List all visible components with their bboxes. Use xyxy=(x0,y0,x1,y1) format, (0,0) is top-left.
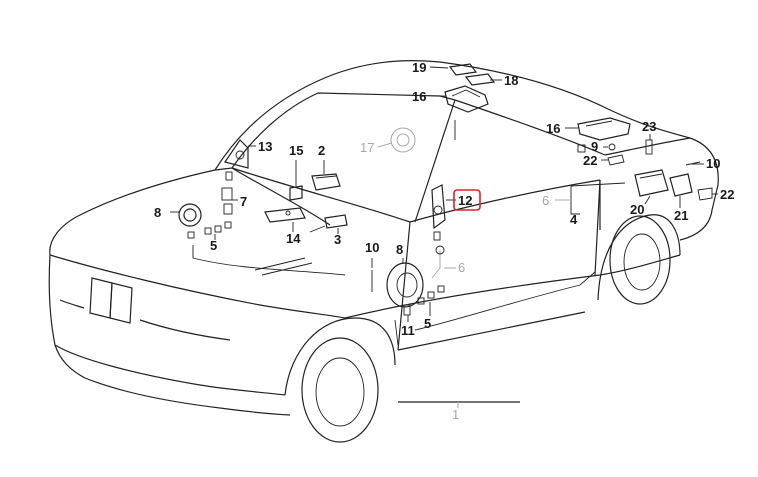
label-10-rear: 10 xyxy=(706,156,720,171)
label-13: 13 xyxy=(258,139,272,154)
label-10-door: 10 xyxy=(365,240,379,255)
rear-shelf-speaker-16[interactable] xyxy=(444,85,489,113)
label-18: 18 xyxy=(504,73,518,88)
label-15: 15 xyxy=(289,143,303,158)
label-23: 23 xyxy=(642,119,656,134)
holder-15[interactable] xyxy=(289,185,303,201)
fuse-holder-23[interactable] xyxy=(645,139,653,155)
connector-9[interactable] xyxy=(577,143,616,153)
speaker-12-highlighted[interactable] xyxy=(431,184,446,241)
rear-speaker-right-16[interactable] xyxy=(577,117,631,141)
label-16-right: 16 xyxy=(546,121,560,136)
label-16-shelf: 16 xyxy=(412,89,426,104)
label-6-door: 6 xyxy=(458,260,465,275)
label-5-rear: 5 xyxy=(424,316,431,331)
label-1: 1 xyxy=(452,407,459,422)
label-6-rear: 6 xyxy=(542,193,549,208)
car-body-outline xyxy=(48,59,719,443)
label-14: 14 xyxy=(286,231,301,246)
label-11: 11 xyxy=(401,323,415,338)
clip-22-left[interactable] xyxy=(607,154,625,166)
label-19: 19 xyxy=(412,60,426,75)
label-9: 9 xyxy=(591,139,598,154)
label-7: 7 xyxy=(240,194,247,209)
label-4: 4 xyxy=(570,212,578,227)
amplifier-2[interactable] xyxy=(311,173,341,191)
leader-lines xyxy=(170,66,718,408)
connector-7[interactable] xyxy=(221,171,233,215)
module-21[interactable] xyxy=(669,173,693,197)
clip-22-right[interactable] xyxy=(697,187,713,201)
highlight-box-12 xyxy=(453,189,481,211)
relay-3[interactable] xyxy=(309,214,348,233)
connectors-5-rear[interactable] xyxy=(417,285,445,305)
label-8-front: 8 xyxy=(154,205,161,220)
part-labels: 1 2 3 4 5 5 6 6 7 8 8 9 10 10 11 12 13 1… xyxy=(154,60,734,422)
wire-6-door xyxy=(431,245,445,279)
label-17: 17 xyxy=(360,140,374,155)
grille-19[interactable] xyxy=(448,63,478,76)
speaker-17 xyxy=(390,127,416,153)
plug-11[interactable] xyxy=(403,304,411,316)
speaker-front-door-8[interactable] xyxy=(178,203,202,239)
label-22-right: 22 xyxy=(720,187,734,202)
bracket-14[interactable] xyxy=(264,207,306,223)
screw-10-rear[interactable] xyxy=(685,161,701,166)
label-22-left: 22 xyxy=(583,153,597,168)
label-8-rear: 8 xyxy=(396,242,403,257)
connectors-5-front[interactable] xyxy=(204,221,232,235)
label-12: 12 xyxy=(458,193,472,208)
tweeter-housing-13[interactable] xyxy=(224,139,249,169)
label-3: 3 xyxy=(334,232,341,247)
speaker-rear-door-8[interactable] xyxy=(386,262,424,308)
label-20: 20 xyxy=(630,202,644,217)
label-5-front: 5 xyxy=(210,238,217,253)
label-2: 2 xyxy=(318,143,325,158)
antenna-amp-20[interactable] xyxy=(634,169,669,197)
grille-18[interactable] xyxy=(464,73,496,86)
label-21: 21 xyxy=(674,208,688,223)
